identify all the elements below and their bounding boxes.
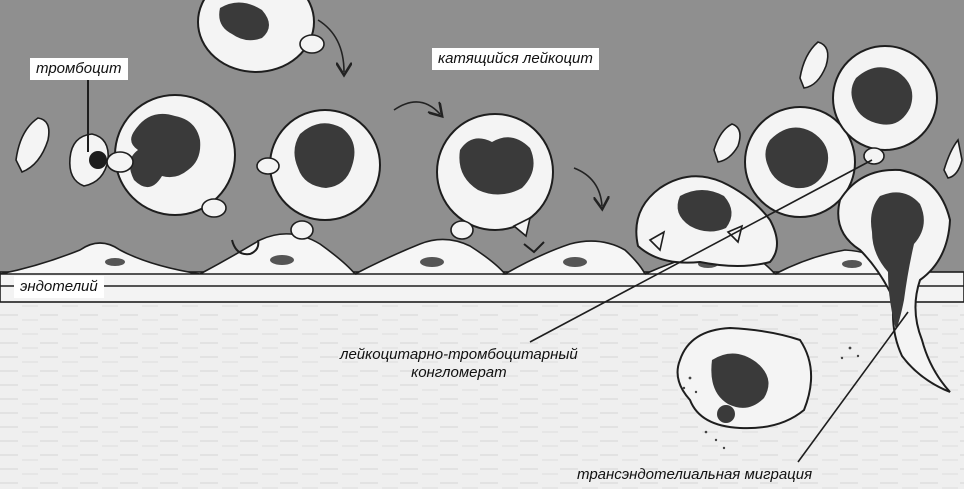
rolling-leukocyte-label: катящийся лейкоцит <box>432 48 599 70</box>
transendothelial-migration-label: трансэндотелиальная миграция <box>577 466 812 484</box>
platelet-label: тромбоцит <box>30 58 128 80</box>
conglomerate-label-line1: лейкоцитарно-тромбоцитарный <box>340 346 578 364</box>
subendothelial-tissue <box>0 300 964 489</box>
conglomerate-label: лейкоцитарно-тромбоцитарный конгломерат <box>340 346 578 382</box>
conglomerate-label-line2: конгломерат <box>340 364 578 382</box>
endothelium-label: эндотелий <box>14 276 104 298</box>
